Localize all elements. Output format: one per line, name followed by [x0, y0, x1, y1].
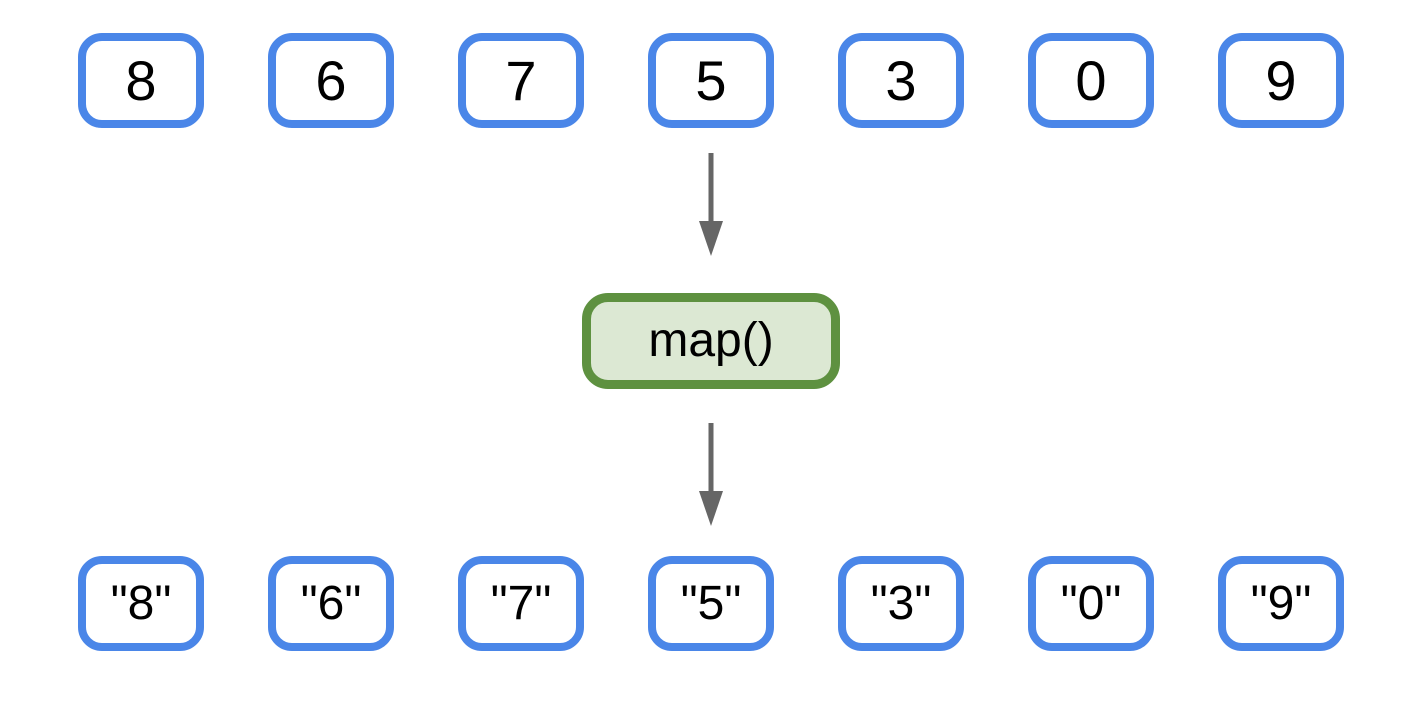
output-list-item: "0": [1028, 556, 1154, 651]
input-value: 6: [315, 48, 347, 112]
output-value: "6": [300, 576, 362, 630]
output-list-row: "8" "6" "7" "5" "3" "0" "9": [78, 556, 1344, 651]
input-value: 7: [505, 48, 537, 112]
output-list-item: "3": [838, 556, 964, 651]
output-list-item: "5": [648, 556, 774, 651]
output-value: "9": [1250, 576, 1312, 630]
input-list-item: 0: [1028, 33, 1154, 128]
output-list-item: "6": [268, 556, 394, 651]
output-list-item: "8": [78, 556, 204, 651]
output-value: "3": [870, 576, 932, 630]
arrow-down-icon: [699, 153, 723, 256]
input-list-item: 9: [1218, 33, 1344, 128]
map-function-label: map(): [648, 314, 774, 367]
arrow-function-to-output: [698, 423, 724, 526]
input-value: 8: [125, 48, 157, 112]
output-list-item: "9": [1218, 556, 1344, 651]
arrow-input-to-function: [698, 153, 724, 256]
input-list-item: 5: [648, 33, 774, 128]
arrow-down-icon: [699, 423, 723, 526]
input-list-item: 3: [838, 33, 964, 128]
output-value: "0": [1060, 576, 1122, 630]
input-value: 3: [885, 48, 917, 112]
input-value: 9: [1265, 48, 1297, 112]
input-value: 5: [695, 48, 727, 112]
input-value: 0: [1075, 48, 1107, 112]
input-list-item: 7: [458, 33, 584, 128]
map-function-box: map(): [582, 293, 840, 389]
input-list-row: 8 6 7 5 3 0 9: [78, 33, 1344, 128]
output-value: "5": [680, 576, 742, 630]
input-list-item: 6: [268, 33, 394, 128]
output-list-item: "7": [458, 556, 584, 651]
output-value: "7": [490, 576, 552, 630]
output-value: "8": [110, 576, 172, 630]
input-list-item: 8: [78, 33, 204, 128]
